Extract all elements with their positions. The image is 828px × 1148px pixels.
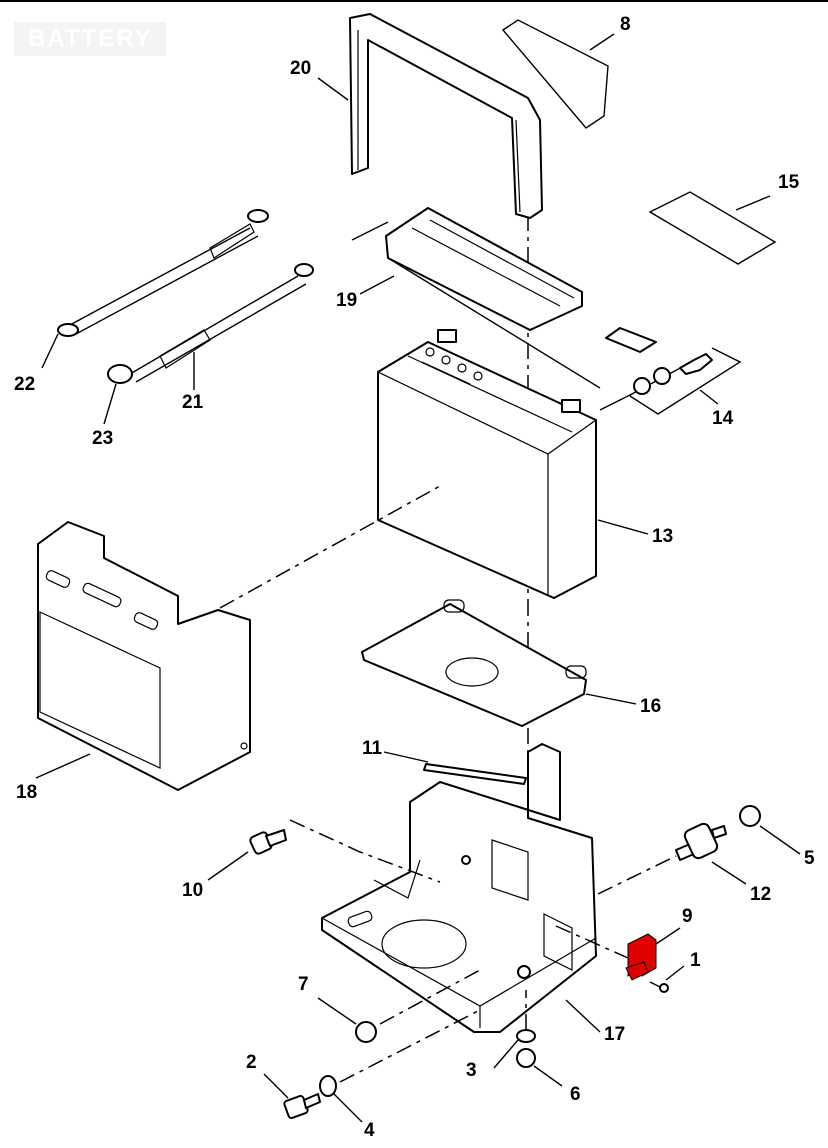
cover-axis-line [219,485,441,609]
part-12-rubber-mount [675,822,727,861]
callout-11: 11 [362,738,383,759]
part-5-nut [739,805,761,827]
part-14-terminal-hardware [599,327,742,415]
callout-7: 7 [298,974,309,995]
part-4-washer [319,1075,337,1097]
stud-axis-line [289,819,441,883]
part-10-mount-stud [249,829,287,855]
part-13-battery [377,329,597,599]
callout-6: 6 [570,1084,581,1105]
callout-17: 17 [604,1024,625,1045]
callout-10: 10 [182,880,203,901]
clip-axis-line [555,925,629,959]
callout-8: 8 [620,14,631,35]
part-9-clip-highlighted [625,933,657,981]
callout-22: 22 [14,374,35,395]
callout-19: 19 [336,290,357,311]
callout-14: 14 [712,408,734,429]
part-2-bolt [283,1093,321,1120]
part-11-pin [423,763,527,785]
callout-2: 2 [246,1052,257,1073]
top-rule [0,0,828,2]
callout-18: 18 [16,782,37,803]
callout-20: 20 [290,58,311,79]
callout-1: 1 [690,950,701,971]
callout-5: 5 [804,848,815,869]
callout-13: 13 [652,526,673,547]
part-8-label [501,19,609,129]
mount-axis-line [597,855,677,895]
part-7-nut [355,1021,377,1043]
nut-axis-line [379,969,481,1025]
callout-23: 23 [92,428,113,449]
part-15-label [648,191,777,265]
callout-15: 15 [778,172,800,193]
callout-21: 21 [182,392,204,413]
callout-16: 16 [640,696,661,717]
section-tag: BATTERY [14,22,166,56]
part-22-positive-cable [57,209,269,337]
part-3-washer [516,1029,536,1043]
part-17-battery-tray [321,743,597,1033]
bolt-axis-line [339,1009,481,1083]
part-16-battery-pad [361,599,587,727]
callout-12: 12 [750,884,771,905]
part-20-hold-down-strap [349,13,543,219]
part-19-top-cover [351,207,601,389]
part-6-nut [516,1048,536,1068]
part-1-screw [649,981,669,993]
part-21-negative-cable [107,263,314,384]
callout-4: 4 [364,1120,375,1141]
leader-lines [35,33,801,1123]
part-18-side-cover [37,521,251,791]
callout-3: 3 [466,1060,477,1081]
callout-9: 9 [682,906,693,927]
